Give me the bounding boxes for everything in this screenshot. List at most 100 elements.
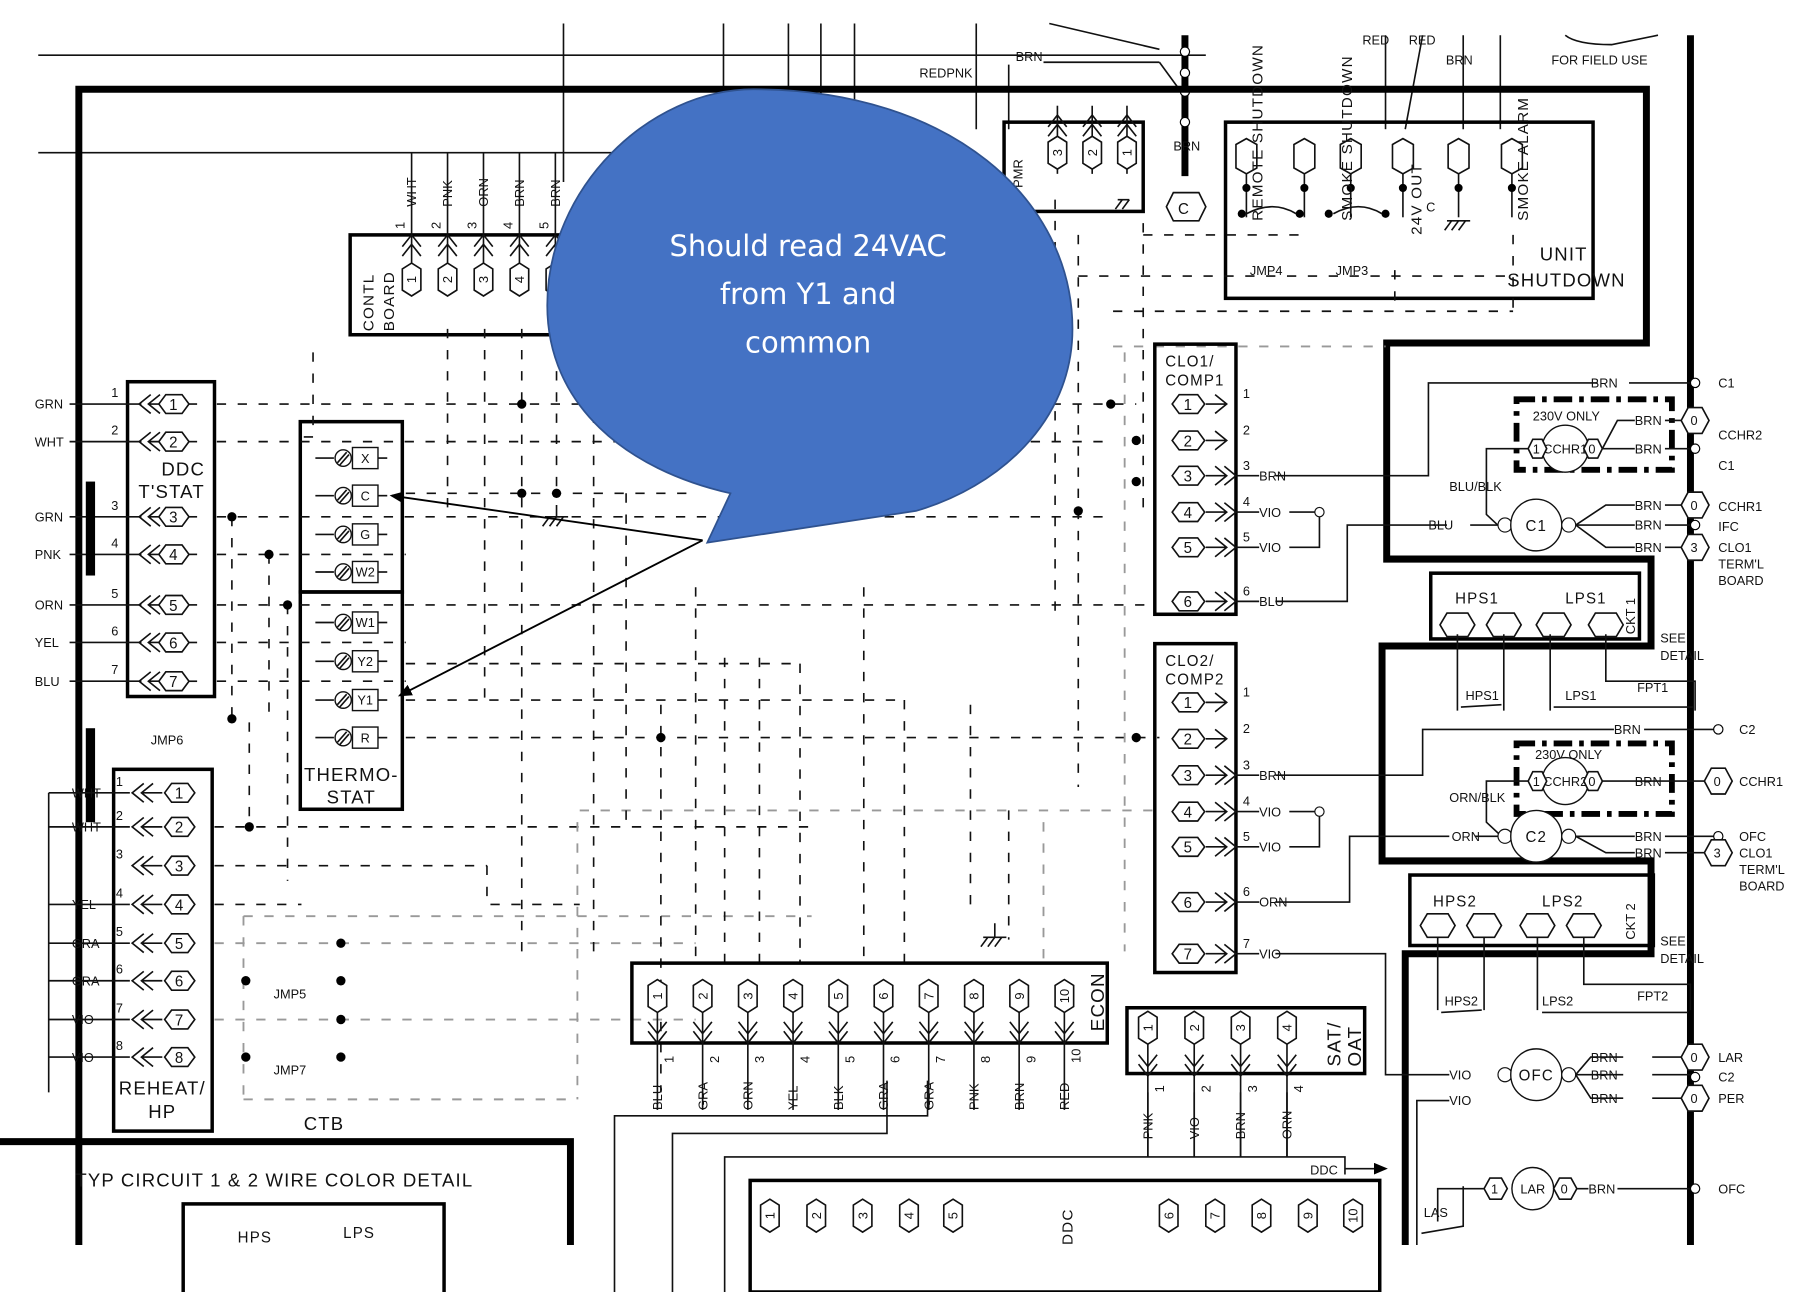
- contl-wire-5: BRN: [548, 179, 563, 206]
- econ-pin-9-hex: [1009, 978, 1030, 1014]
- thermostat-title-1: THERMO-: [304, 764, 399, 785]
- reheat-pin-2-label: 2: [175, 820, 185, 837]
- clo1-num-1: 1: [1243, 386, 1250, 401]
- callout-bubble: Should read 24VAC from Y1 and common: [389, 88, 1074, 697]
- ddc-bottom-pin-9-label: 9: [1301, 1212, 1316, 1219]
- reheat-pin-5-hex: [163, 932, 196, 954]
- pmr-common: C: [1178, 201, 1190, 218]
- c2-lps-switch: LPS2: [1542, 993, 1573, 1008]
- econ-pin-10-hex: [1054, 978, 1075, 1014]
- c1-ps-1-hex: [1439, 612, 1476, 638]
- econ-pin-5-label: 5: [831, 992, 846, 999]
- reheat-pin-8-hex: [163, 1046, 196, 1068]
- reheat-wire-6: GRA: [72, 973, 100, 988]
- contl-pin-3-label: 3: [476, 276, 491, 283]
- econ-pin-2-hex: [692, 978, 713, 1014]
- c2-cchr-pin-1: 1: [1533, 774, 1540, 789]
- clo1-title-2: COMP1: [1165, 372, 1224, 389]
- c1-brn-5: BRN: [1635, 540, 1662, 555]
- pmr-pin-3-label: 3: [1050, 149, 1065, 156]
- econ-wire-6: GRA: [876, 1082, 891, 1110]
- contl-board-title-1: CONTL: [360, 274, 377, 332]
- ddc-wire-1: GRN: [35, 397, 63, 412]
- ddc-bottom-pin-2-hex: [806, 1198, 827, 1234]
- econ-pin-5-hex: [828, 978, 849, 1014]
- clo1-pin-2-label: 2: [1184, 433, 1194, 450]
- ofc-label-c2: C2: [1718, 1070, 1734, 1085]
- c2-right-pin-3: 3: [1714, 845, 1721, 860]
- ddc-pin-7-label: 7: [169, 674, 179, 691]
- ddc-bottom-pin-8-hex: [1251, 1198, 1272, 1234]
- clo2-pin-1-label: 1: [1184, 695, 1194, 712]
- econ-pin-3-label: 3: [741, 992, 756, 999]
- econ-num-3: 3: [752, 1056, 767, 1063]
- c1-label-c1: C1: [1718, 458, 1734, 473]
- c1-ps-2-hex: [1485, 612, 1523, 638]
- c2-ps-4-hex: [1565, 912, 1603, 939]
- contl-pin-1-hex: [401, 262, 422, 297]
- sat-num-3: 3: [1245, 1085, 1260, 1092]
- clo1-num-2: 2: [1243, 423, 1250, 438]
- c1-contactor: C1: [1525, 518, 1547, 535]
- clo2-wire-6: ORN: [1259, 895, 1287, 910]
- lar-pin-1: 1: [1491, 1181, 1498, 1196]
- econ-pin-2-label: 2: [695, 992, 710, 999]
- thermostat-terminal-label-R: R: [361, 730, 370, 745]
- sat-pin-3-hex: [1230, 1010, 1251, 1046]
- c1-blu: BLU: [1428, 518, 1453, 533]
- remote-shutdown-label: REMOTE SHUTDOWN: [1250, 44, 1267, 221]
- clo1-pin-4-label: 4: [1184, 505, 1194, 522]
- reheat-wire-2: WHT: [72, 820, 101, 835]
- reheat-pin-6-hex: [163, 970, 196, 991]
- ddc-arrow-label: DDC: [1310, 1162, 1338, 1177]
- clo2-num-5: 5: [1243, 829, 1250, 844]
- sat-pin-2-hex: [1184, 1010, 1205, 1046]
- c1-label-terml: TERM'L: [1718, 556, 1764, 571]
- sat-pin-3-label: 3: [1233, 1024, 1248, 1031]
- ofc-label-per: PER: [1718, 1091, 1744, 1106]
- c2-label-c2: C2: [1739, 722, 1755, 737]
- clo1-pin-5-hex: [1171, 537, 1206, 558]
- ddc-bottom-pin-7-label: 7: [1208, 1212, 1223, 1219]
- c1-brn-2: BRN: [1635, 441, 1662, 456]
- econ-pin-4-label: 4: [786, 992, 801, 999]
- econ-pin-6-label: 6: [876, 992, 891, 999]
- sat-pin-2-label: 2: [1187, 1024, 1202, 1031]
- sat-oat-title-1: SAT/: [1323, 1021, 1344, 1066]
- reheat-wire-7: VIO: [72, 1012, 94, 1027]
- ddc-bottom-pin-7-hex: [1205, 1198, 1226, 1234]
- unit-shutdown-block: REMOTE SHUTDOWN SMOKE SHUTDOWN 24V OUT S…: [1223, 44, 1625, 301]
- reheat-pin-1-label: 1: [175, 786, 185, 803]
- c1-230v-only: 230V ONLY: [1533, 408, 1601, 423]
- contl-num-1: 1: [393, 222, 408, 229]
- clo2-title-2: COMP2: [1165, 672, 1224, 689]
- c2-hps-switch: HPS2: [1445, 993, 1478, 1008]
- smoke-shutdown-label: SMOKE SHUTDOWN: [1339, 55, 1356, 221]
- clo2-pin-4-hex: [1171, 801, 1206, 822]
- reheat-pin-5-label: 5: [175, 936, 185, 953]
- sat-oat-title-2: OAT: [1344, 1026, 1365, 1067]
- ofc-brn-2: BRN: [1591, 1067, 1618, 1082]
- terminal-screw-icon: [334, 449, 353, 467]
- lar-pin-0: 0: [1561, 1181, 1568, 1196]
- econ-pin-4-hex: [782, 978, 804, 1014]
- ofc-motor: OFC: [1519, 1067, 1554, 1084]
- econ-wire-7: GRA: [921, 1082, 936, 1110]
- sat-pin-1-label: 1: [1141, 1024, 1156, 1031]
- clo2-title-1: CLO2/: [1165, 653, 1214, 670]
- shutdown-terminal-3-hex: [1339, 137, 1362, 175]
- pmr-pin-3-hex: [1047, 135, 1068, 171]
- ddc-bottom-title: DDC: [1060, 1208, 1077, 1245]
- clo2-pin-5-label: 5: [1184, 840, 1194, 857]
- clo2-pin-2-label: 2: [1184, 732, 1194, 749]
- ddc-num-4: 4: [111, 535, 118, 550]
- sat-num-1: 1: [1152, 1085, 1167, 1092]
- c1-label-cchr2: CCHR2: [1718, 427, 1762, 442]
- clo2-pin-5-hex: [1171, 836, 1206, 858]
- c1-ckt-label: CKT 1: [1623, 598, 1638, 634]
- contl-wire-1: WHT: [404, 177, 419, 207]
- callout-arrow-to-c: [389, 491, 703, 542]
